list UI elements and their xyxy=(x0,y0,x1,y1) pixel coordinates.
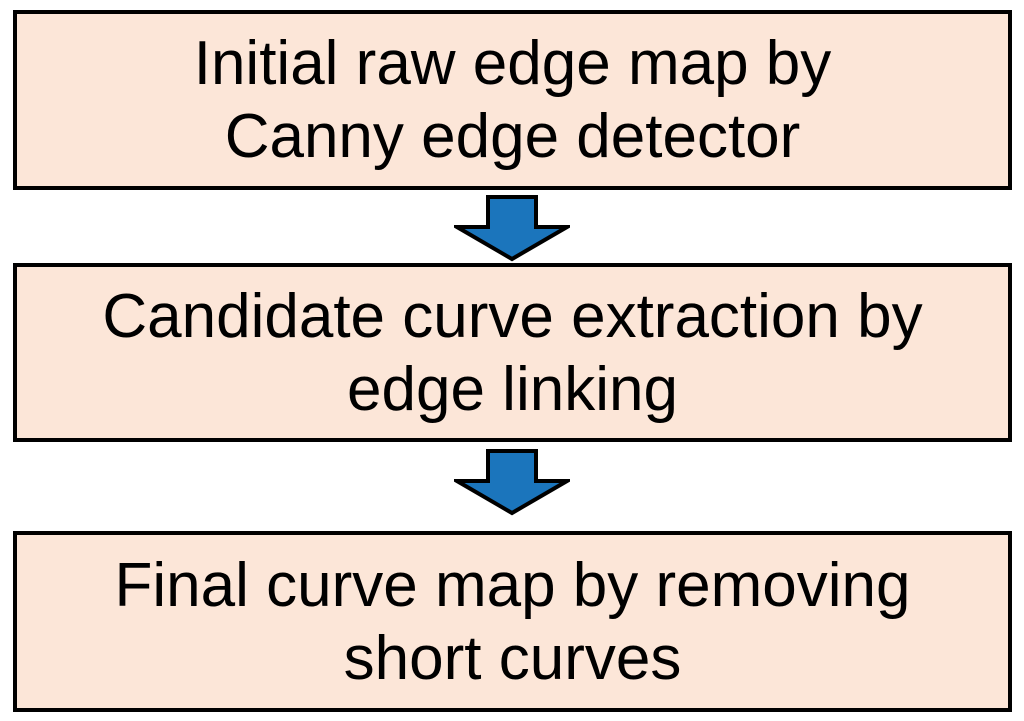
down-arrow-icon xyxy=(454,449,570,516)
flow-step-label: Final curve map by removing short curves xyxy=(115,549,911,695)
label-line: Initial raw edge map by xyxy=(193,29,832,98)
label-line: Candidate curve extraction by xyxy=(102,281,923,351)
label-line: edge linking xyxy=(347,354,678,424)
label-line: short curves xyxy=(343,623,682,693)
down-arrow-shape xyxy=(454,195,570,262)
down-arrow-shape xyxy=(454,449,570,516)
flow-step-label: Initial raw edge map by Canny edge detec… xyxy=(194,27,832,173)
flow-step-initial-raw-edge-map: Initial raw edge map by Canny edge detec… xyxy=(13,10,1012,190)
label-line: Final curve map by removing xyxy=(114,550,911,620)
flow-step-final-curve-map: Final curve map by removing short curves xyxy=(13,531,1012,712)
flow-step-candidate-curve-extraction: Candidate curve extraction by edge linki… xyxy=(13,263,1012,442)
label-line: Canny edge detector xyxy=(224,102,801,171)
flow-step-label: Candidate curve extraction by edge linki… xyxy=(102,280,922,426)
down-arrow-icon xyxy=(454,195,570,262)
